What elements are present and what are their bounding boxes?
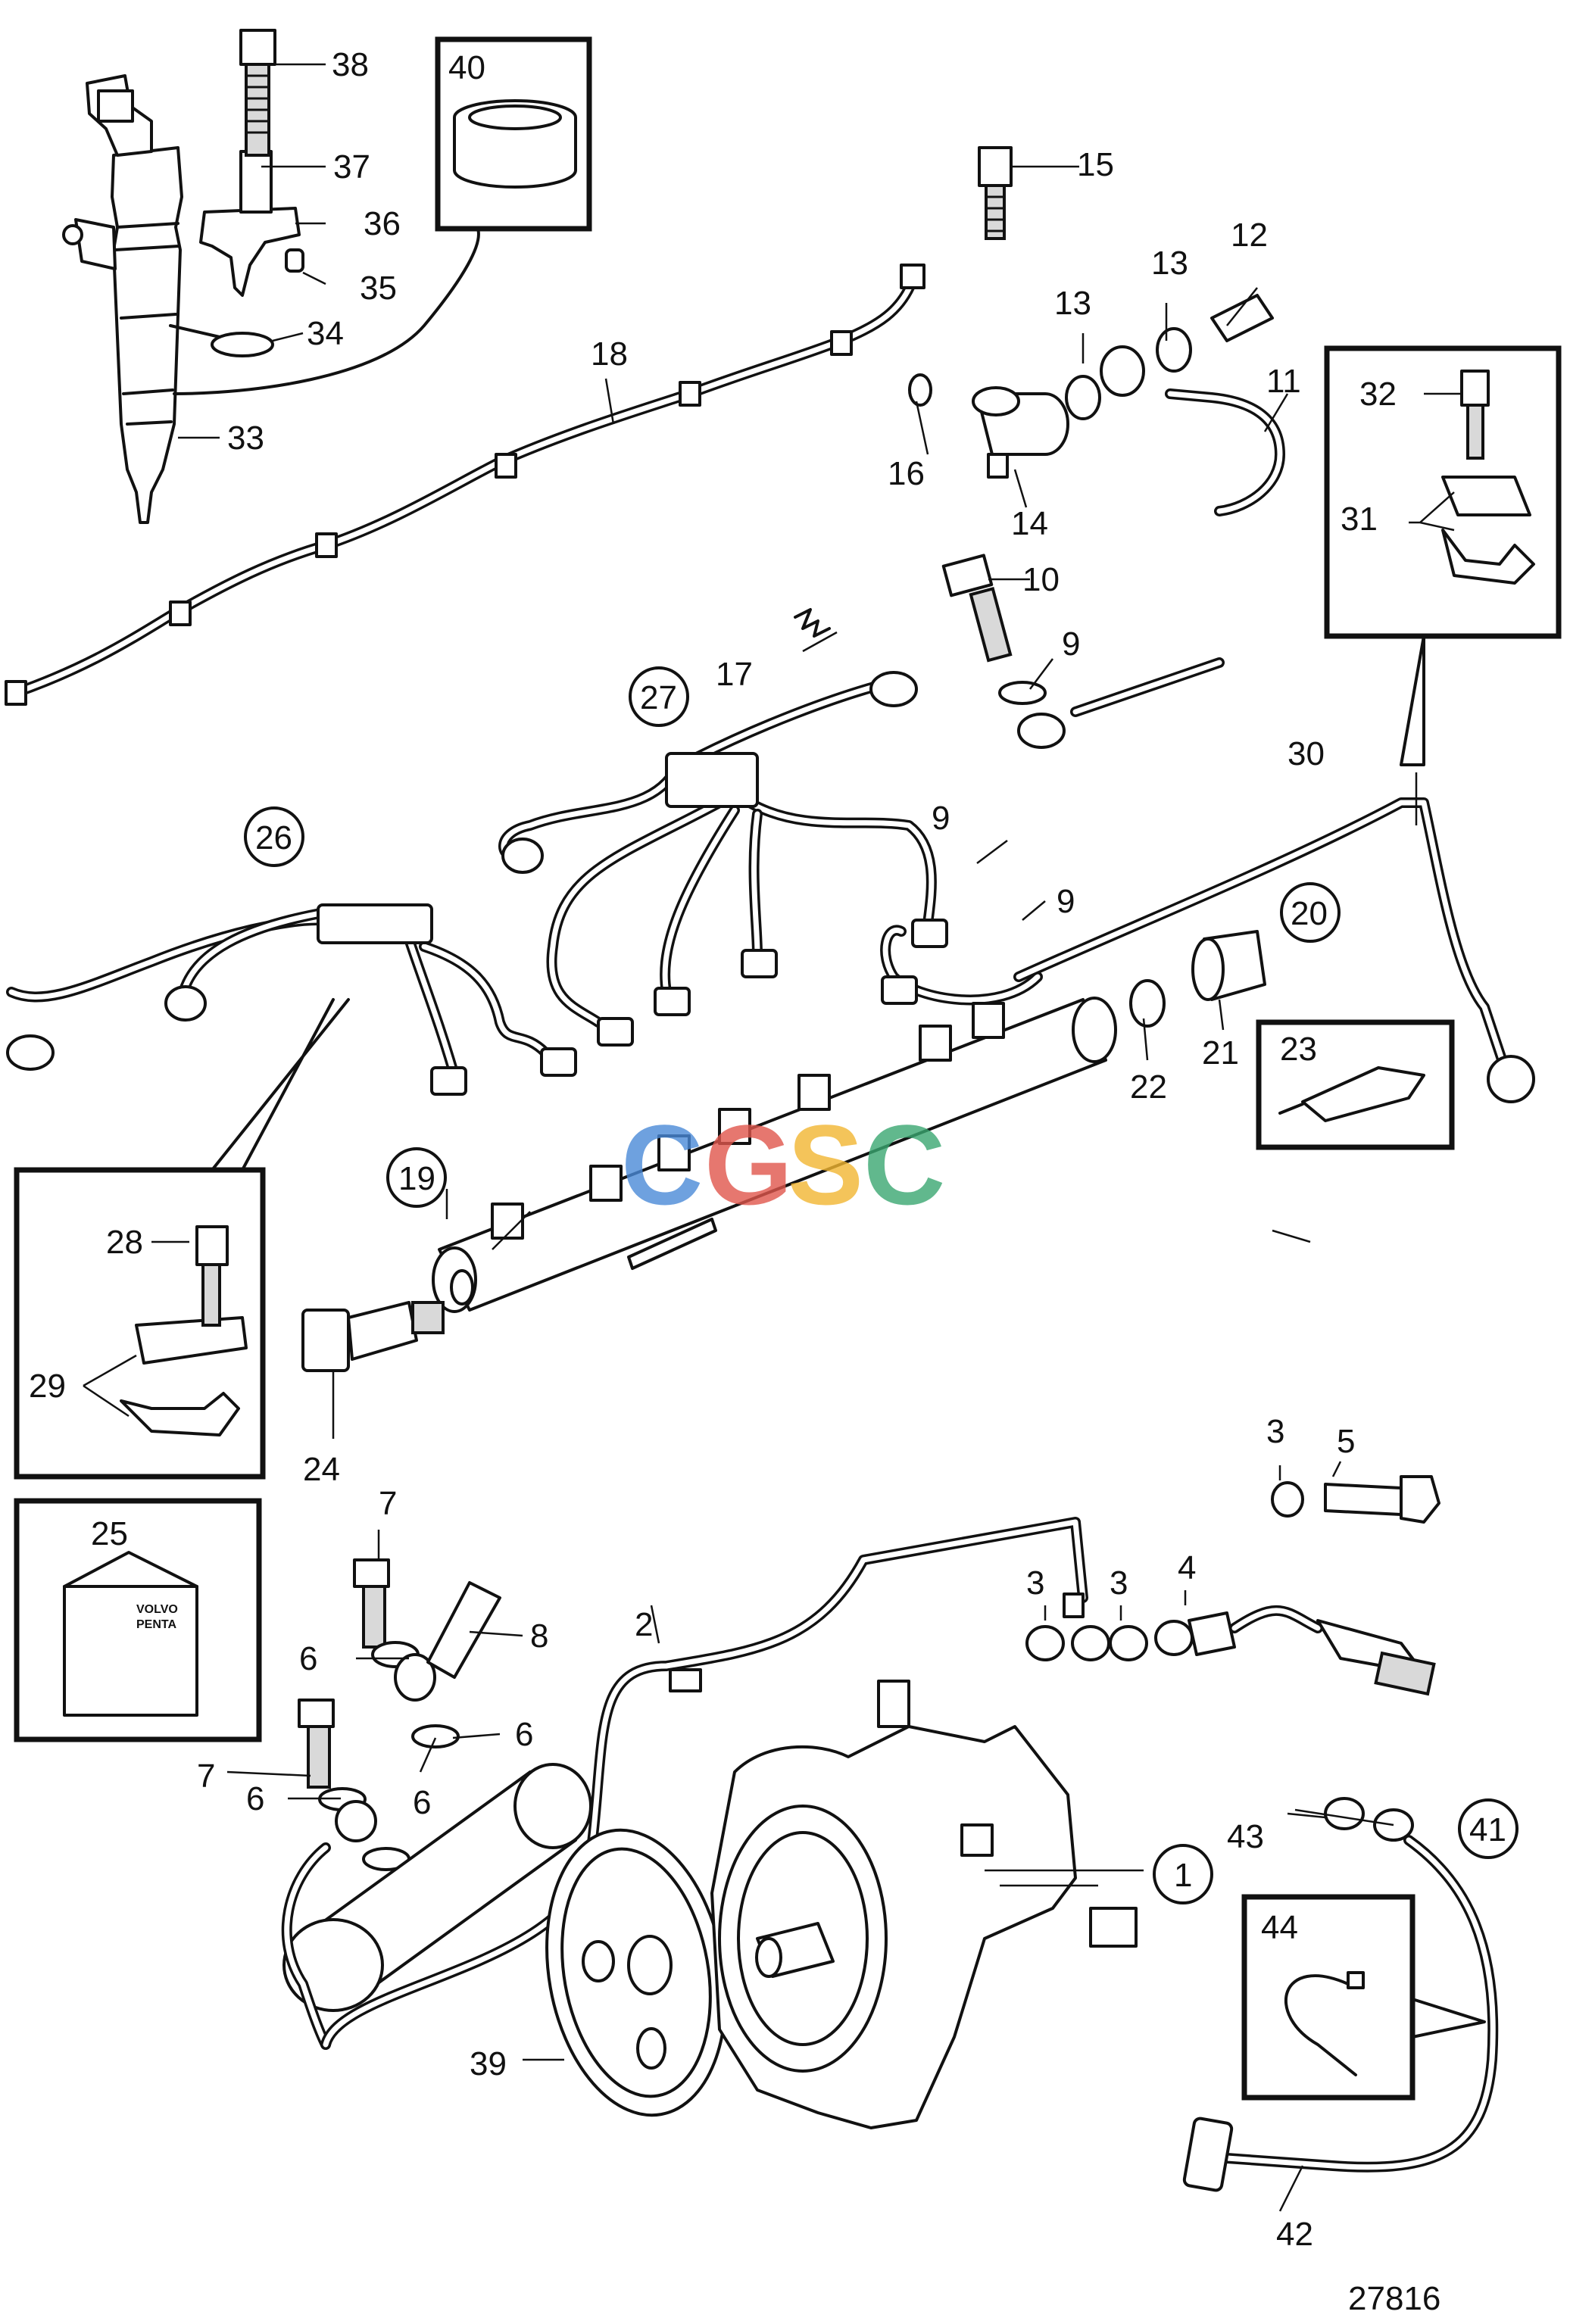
label-9b: 9 — [932, 800, 950, 837]
label-26: 26 — [255, 819, 292, 856]
label-22: 22 — [1130, 1068, 1167, 1106]
injection-pipes — [6, 671, 1043, 1096]
box-25: VOLVO PENTA — [14, 1498, 262, 1742]
return-line-18 — [5, 264, 925, 706]
bolt-7-lower — [298, 1699, 335, 1789]
box-40 — [435, 36, 592, 232]
label-3c: 3 — [1110, 1564, 1128, 1602]
logo-line-2: PENTA — [136, 1618, 176, 1631]
label-5: 5 — [1337, 1423, 1355, 1460]
label-24: 24 — [303, 1451, 340, 1488]
label-13a: 13 — [1151, 245, 1188, 282]
watermark-letter-4: C — [863, 1101, 945, 1228]
clamp-bracket-36 — [199, 29, 304, 297]
label-38: 38 — [332, 46, 369, 83]
pressure-sensor-24 — [301, 1301, 445, 1372]
fuel-filter-housing — [282, 1763, 592, 2012]
label-43: 43 — [1227, 1818, 1264, 1855]
label-20: 20 — [1291, 895, 1328, 932]
clip-17 — [794, 608, 831, 638]
label-7a: 7 — [379, 1485, 397, 1522]
pressure-valve-21 — [1129, 930, 1266, 1028]
label-1: 1 — [1174, 1857, 1192, 1894]
label-27: 27 — [640, 679, 677, 716]
label-8: 8 — [530, 1617, 548, 1655]
label-15: 15 — [1077, 146, 1114, 183]
label-44: 44 — [1261, 1909, 1298, 1946]
logo-line-1: VOLVO — [136, 1603, 178, 1616]
label-9c: 9 — [1057, 883, 1075, 920]
label-34: 34 — [307, 315, 344, 352]
label-6b: 6 — [515, 1716, 533, 1753]
label-39: 39 — [470, 2045, 507, 2082]
injector-assembly — [62, 74, 183, 524]
label-28: 28 — [106, 1224, 143, 1261]
label-12: 12 — [1231, 217, 1268, 254]
box-44 — [1241, 1894, 1415, 2101]
label-37: 37 — [333, 148, 370, 186]
label-25: 25 — [91, 1515, 128, 1552]
common-rail-19 — [432, 997, 1117, 1313]
label-42: 42 — [1276, 2216, 1313, 2253]
label-16: 16 — [888, 455, 925, 492]
leader-lines — [83, 63, 1462, 2212]
banjo-fitting-14 — [972, 386, 1069, 479]
part-labels: 38 40 37 36 35 34 33 18 15 12 13 13 11 1… — [29, 46, 1506, 2317]
label-14: 14 — [1011, 505, 1048, 542]
watermark-letter-2: G — [704, 1101, 793, 1228]
watermark-letter-3: S — [788, 1101, 863, 1228]
label-9a: 9 — [1062, 625, 1080, 663]
label-4: 4 — [1178, 1549, 1196, 1586]
label-29: 29 — [29, 1368, 66, 1405]
label-13b: 13 — [1054, 285, 1091, 322]
label-36: 36 — [364, 205, 401, 242]
bolt-10 — [941, 554, 1013, 663]
diagram-number: 27816 — [1348, 2280, 1440, 2317]
box-23 — [1256, 1019, 1455, 1150]
box-31-32 — [1324, 345, 1562, 639]
box-28-29 — [14, 1167, 266, 1480]
label-6a: 6 — [299, 1640, 317, 1677]
label-21: 21 — [1202, 1034, 1239, 1072]
label-3b: 3 — [1026, 1564, 1044, 1602]
label-6d: 6 — [413, 1784, 431, 1821]
label-31: 31 — [1341, 501, 1378, 538]
label-18: 18 — [591, 335, 628, 373]
label-6c: 6 — [246, 1780, 264, 1817]
label-11: 11 — [1266, 363, 1301, 400]
label-35: 35 — [360, 270, 397, 307]
gear-39 — [545, 1828, 727, 2117]
label-19: 19 — [398, 1160, 435, 1197]
label-10: 10 — [1022, 561, 1060, 598]
bolt-15 — [978, 146, 1013, 240]
label-3a: 3 — [1266, 1413, 1284, 1450]
pipe-30 — [1013, 797, 1535, 1103]
label-17: 17 — [716, 656, 753, 693]
label-2: 2 — [635, 1606, 653, 1643]
label-33: 33 — [227, 420, 264, 457]
watermark: C G S C — [621, 1101, 945, 1228]
callout-rings — [244, 666, 1518, 1904]
o-ring-34 — [211, 332, 274, 357]
label-7b: 7 — [197, 1758, 215, 1795]
label-32: 32 — [1359, 376, 1397, 413]
high-pressure-pump-1 — [710, 1680, 1138, 2129]
label-40: 40 — [448, 49, 485, 86]
label-23: 23 — [1280, 1031, 1317, 1068]
bolt-7-upper — [353, 1558, 390, 1649]
label-30: 30 — [1288, 735, 1325, 772]
watermark-letter-1: C — [621, 1101, 703, 1228]
label-41: 41 — [1469, 1811, 1506, 1848]
